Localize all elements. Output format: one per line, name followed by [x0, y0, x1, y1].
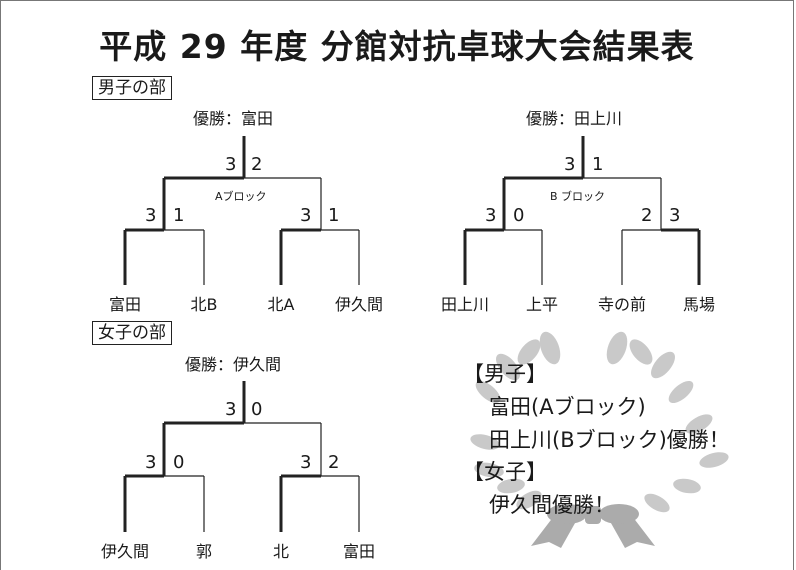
summary-mens-line2: 田上川(Bブロック)優勝！: [489, 428, 730, 452]
team-name: 富田: [108, 295, 142, 314]
summary-womens-heading: 【女子】: [463, 460, 547, 484]
bracket-a-semi2-right-score: 1: [328, 205, 340, 226]
womens-section-label: 女子の部: [92, 321, 172, 345]
bracket-b-final-left-score: 3: [564, 154, 576, 175]
team-name: 上平: [525, 295, 559, 314]
bracket-a-winner: 優勝：富田: [193, 109, 274, 128]
team-name: 田上川: [440, 295, 490, 314]
team-name: 寺の前: [597, 295, 647, 314]
bracket-b-winner: 優勝：田上川: [526, 109, 623, 128]
team-name: 富田: [342, 542, 376, 561]
team-name: 北A: [267, 295, 295, 314]
summary-mens-line1: 富田(Aブロック): [489, 395, 646, 419]
page-title: 平成 29 年度 分館対抗卓球大会結果表: [99, 27, 695, 66]
team-name: 郭: [195, 542, 213, 561]
bracket-b-block-label: B ブロック: [550, 190, 606, 203]
mens-section-label: 男子の部: [92, 76, 172, 100]
bracket-a-semi2-left-score: 3: [300, 205, 312, 226]
summary-womens-line1: 伊久間優勝！: [489, 493, 615, 517]
womens-semi1-left-score: 3: [145, 452, 157, 473]
bracket-a-semi1-left-score: 3: [145, 205, 157, 226]
bracket-b-semi2-right-score: 3: [669, 205, 681, 226]
bracket-a-block-label: Aブロック: [215, 190, 267, 203]
bracket-b-semi2-left-score: 2: [641, 205, 653, 226]
bracket-a-final-right-score: 2: [251, 154, 263, 175]
top-border: [1, 0, 793, 1]
team-name: 馬場: [682, 295, 716, 314]
bracket-b-final-right-score: 1: [592, 154, 604, 175]
bracket-b-semi1-right-score: 0: [513, 205, 525, 226]
summary-mens-heading: 【男子】: [463, 362, 547, 386]
team-name: 北B: [190, 295, 218, 314]
womens-final-right-score: 0: [251, 399, 263, 420]
womens-final-left-score: 3: [225, 399, 237, 420]
womens-semi2-right-score: 2: [328, 452, 340, 473]
team-name: 伊久間: [334, 295, 384, 314]
team-name: 伊久間: [100, 542, 150, 561]
bracket-b-semi1-left-score: 3: [485, 205, 497, 226]
womens-semi1-right-score: 0: [173, 452, 185, 473]
womens-winner: 優勝：伊久間: [185, 355, 282, 374]
bracket-a-final-left-score: 3: [225, 154, 237, 175]
womens-semi2-left-score: 3: [300, 452, 312, 473]
team-name: 北: [272, 542, 290, 561]
bracket-a-semi1-right-score: 1: [173, 205, 185, 226]
